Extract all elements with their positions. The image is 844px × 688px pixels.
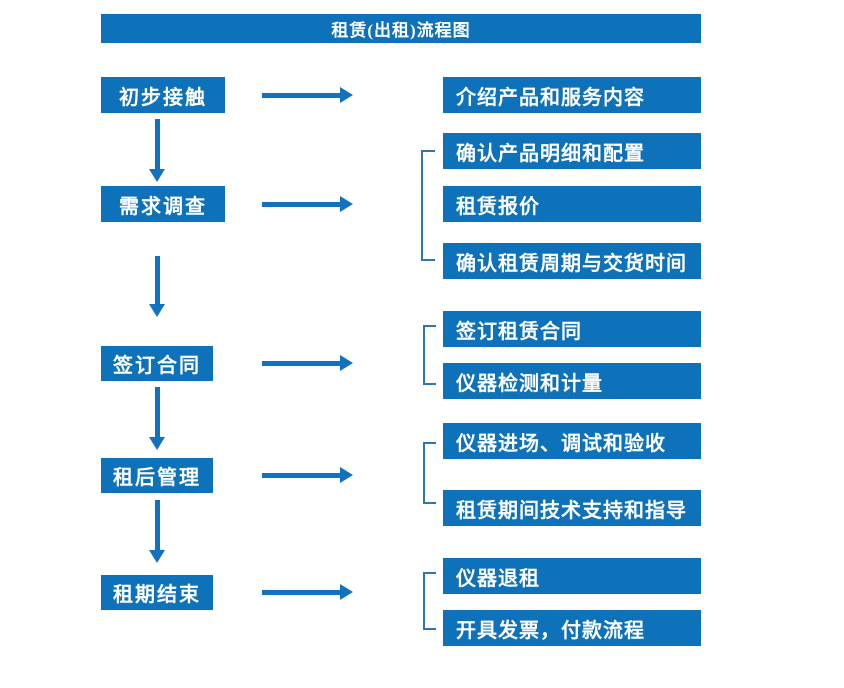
arrow-shaft [155, 119, 160, 169]
detail-box-instrument-entry-acceptance: 仪器进场、调试和验收 [443, 423, 701, 459]
arrow-head [340, 467, 353, 483]
group-bracket-demand-survey [421, 150, 435, 261]
step-label: 需求调查 [119, 195, 207, 218]
arrow-shaft [262, 590, 341, 595]
detail-label: 确认租赁周期与交货时间 [456, 252, 687, 275]
arrow-head [149, 550, 165, 563]
right-arrow-row-4 [262, 467, 353, 483]
right-arrow-row-5 [262, 584, 353, 600]
arrow-shaft [155, 256, 160, 304]
arrow-head [149, 304, 165, 317]
detail-label: 仪器退租 [456, 567, 540, 590]
flowchart-title: 租赁(出租)流程图 [331, 21, 471, 40]
right-arrow-row-2 [262, 196, 353, 212]
down-arrow-step-1-2 [149, 119, 165, 182]
group-bracket-sign-contract [423, 325, 436, 385]
step-box-post-rent-management: 租后管理 [101, 458, 213, 493]
detail-label: 签订租赁合同 [456, 320, 582, 343]
detail-label: 确认产品明细和配置 [456, 142, 645, 165]
arrow-head [340, 355, 353, 371]
step-label: 租后管理 [113, 467, 201, 489]
detail-label: 介绍产品和服务内容 [456, 86, 645, 109]
step-box-sign-contract: 签订合同 [101, 346, 213, 381]
group-bracket-rental-end [423, 572, 436, 630]
arrow-shaft [262, 361, 341, 366]
detail-box-introduce-products: 介绍产品和服务内容 [443, 77, 701, 113]
arrow-shaft [155, 387, 160, 437]
down-arrow-step-2-3 [149, 256, 165, 317]
detail-label: 租赁报价 [456, 195, 540, 218]
detail-box-instrument-return: 仪器退租 [443, 558, 701, 594]
detail-label: 仪器检测和计量 [456, 372, 603, 395]
flowchart-title-bar: 租赁(出租)流程图 [101, 14, 701, 43]
arrow-head [340, 584, 353, 600]
step-label: 租期结束 [113, 584, 201, 606]
step-box-demand-survey: 需求调查 [101, 186, 225, 222]
detail-box-confirm-product-details: 确认产品明细和配置 [443, 133, 701, 169]
arrow-head [149, 169, 165, 182]
arrow-head [340, 196, 353, 212]
step-box-initial-contact: 初步接触 [101, 77, 225, 113]
right-arrow-row-3 [262, 355, 353, 371]
arrow-shaft [262, 202, 341, 207]
detail-box-sign-rental-contract: 签订租赁合同 [443, 311, 701, 347]
detail-box-confirm-rental-period: 确认租赁周期与交货时间 [443, 243, 701, 279]
group-bracket-post-rent-management [423, 442, 436, 504]
detail-label: 开具发票，付款流程 [456, 619, 645, 642]
step-label: 签订合同 [113, 355, 201, 377]
arrow-shaft [155, 500, 160, 550]
arrow-shaft [262, 473, 341, 478]
step-box-rental-end: 租期结束 [101, 575, 213, 610]
detail-box-invoice-payment: 开具发票，付款流程 [443, 610, 701, 646]
detail-label: 仪器进场、调试和验收 [456, 432, 666, 455]
arrow-head [149, 437, 165, 450]
detail-box-technical-support: 租赁期间技术支持和指导 [443, 490, 701, 526]
right-arrow-row-1 [262, 87, 353, 103]
detail-box-instrument-testing: 仪器检测和计量 [443, 363, 701, 399]
arrow-head [340, 87, 353, 103]
down-arrow-step-3-4 [149, 387, 165, 450]
step-label: 初步接触 [119, 86, 207, 109]
detail-label: 租赁期间技术支持和指导 [456, 499, 687, 522]
down-arrow-step-4-5 [149, 500, 165, 563]
arrow-shaft [262, 93, 341, 98]
detail-box-rental-quotation: 租赁报价 [443, 186, 701, 222]
